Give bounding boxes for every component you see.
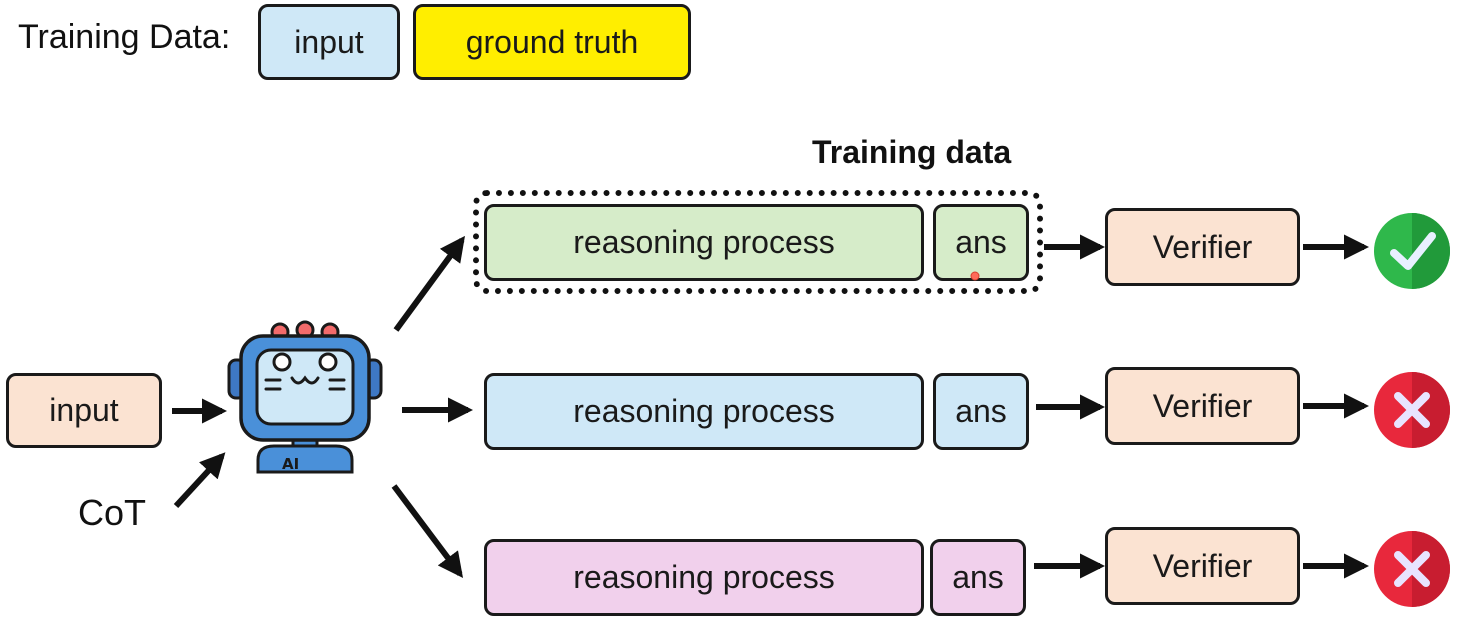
robot-icon: AI <box>227 320 383 474</box>
robot-badge: AI <box>282 455 299 473</box>
reasoning-process-box-2: reasoning process <box>484 373 924 450</box>
reasoning-process-box-3: reasoning process <box>484 539 924 616</box>
arrow-model-to-row-1 <box>393 235 465 332</box>
cursor-dot-icon <box>970 271 980 281</box>
legend-input-chip: input <box>258 4 400 80</box>
verifier-box-1: Verifier <box>1105 208 1300 286</box>
answer-box-1: ans <box>933 204 1029 281</box>
check-icon <box>1374 213 1450 289</box>
legend-label: Training Data: <box>18 18 231 56</box>
training-data-selection-frame <box>473 190 1043 294</box>
arrow-cot-to-model <box>173 452 226 509</box>
reasoning-process-box-1: reasoning process <box>484 204 924 281</box>
training-data-title: Training data <box>812 134 1012 170</box>
answer-box-3: ans <box>930 539 1026 616</box>
cross-icon <box>1374 531 1450 607</box>
cot-label: CoT <box>78 492 147 533</box>
verifier-box-3: Verifier <box>1105 527 1300 605</box>
cross-icon <box>1374 372 1450 448</box>
arrow-model-to-row-3 <box>391 484 464 579</box>
legend-ground-truth-chip: ground truth <box>413 4 691 80</box>
input-node: input <box>6 373 162 448</box>
verifier-box-2: Verifier <box>1105 367 1300 445</box>
answer-box-2: ans <box>933 373 1029 450</box>
